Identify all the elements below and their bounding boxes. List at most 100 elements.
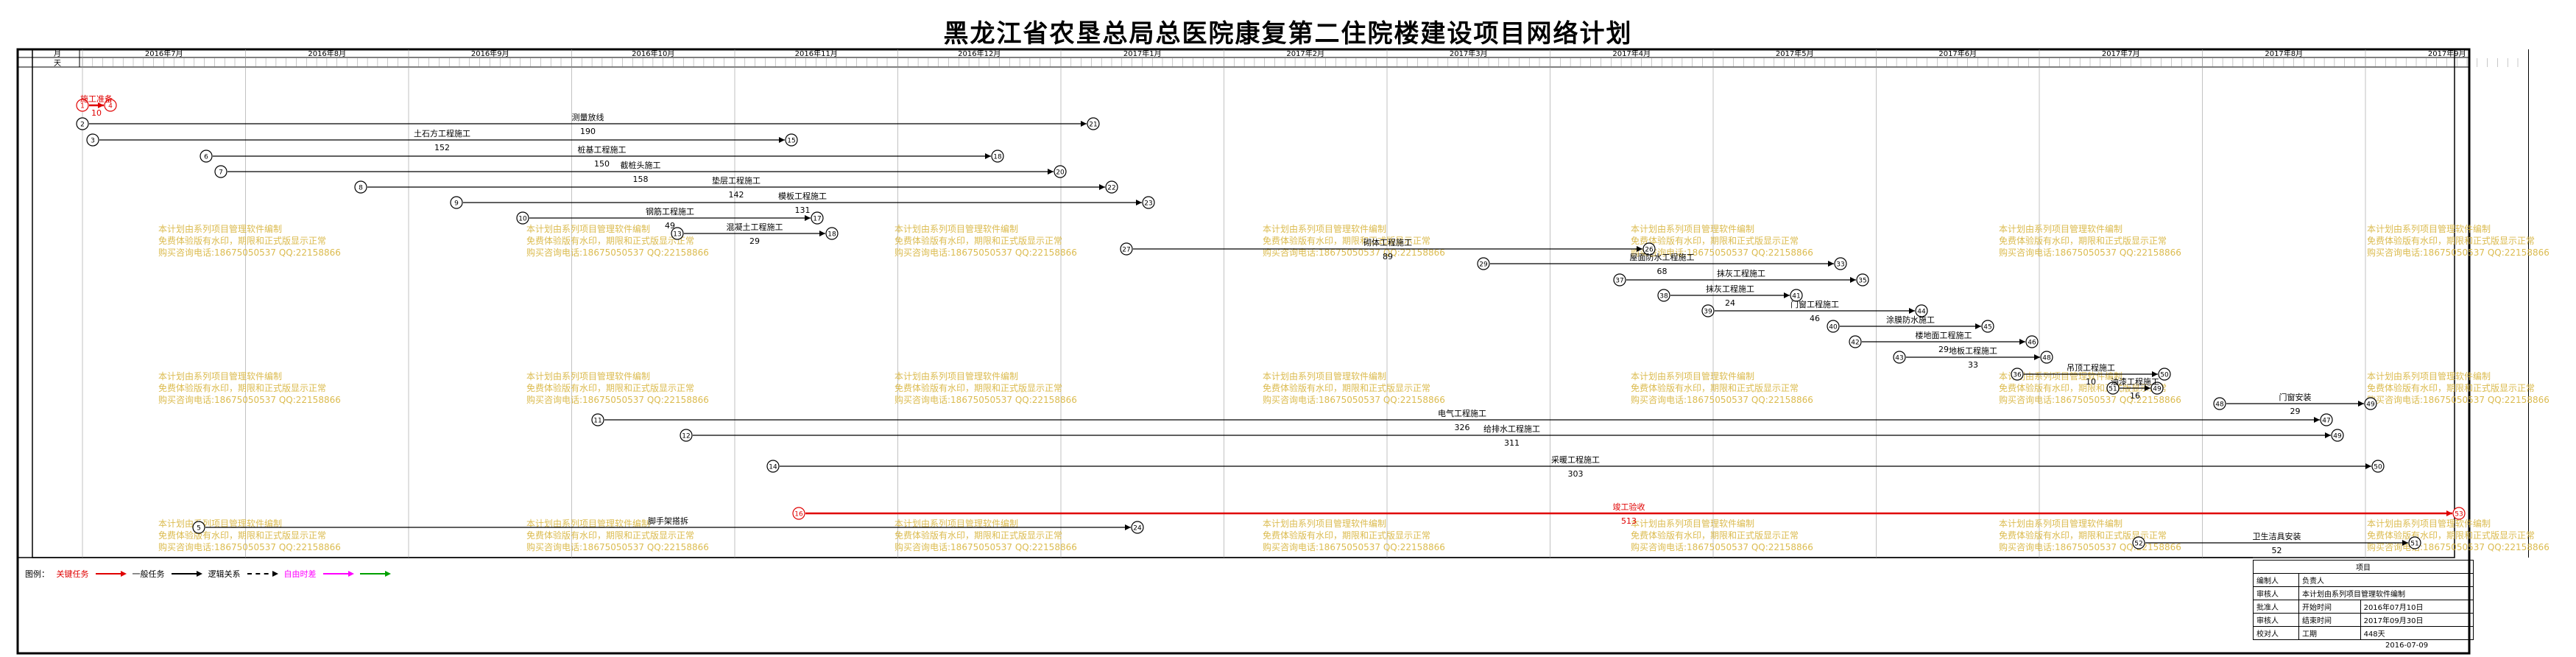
task-name-label: 测量放线 <box>572 112 604 122</box>
node-circle <box>1054 165 1067 178</box>
task-arrowhead-t10 <box>1637 246 1642 252</box>
month-label: 2017年4月 <box>1612 49 1651 58</box>
node-label: 37 <box>1615 278 1623 285</box>
month-label: 2017年6月 <box>1938 49 1977 58</box>
node-circle <box>1142 196 1155 209</box>
node-circle <box>214 165 227 178</box>
task-arrowhead-t26 <box>2402 540 2408 546</box>
node-circle <box>1856 273 1869 287</box>
node-label: 7 <box>219 169 223 177</box>
info-cell: 批准人 <box>2252 600 2300 614</box>
watermark-text: 免费体验版有水印，期限和正式版显示正常 <box>1631 530 1799 541</box>
watermark-text: 购买咨询电话:18675050537 QQ:22158866 <box>1631 541 1813 552</box>
task-arrowhead-t1 <box>98 102 104 108</box>
node-label: 43 <box>1895 355 1903 362</box>
task-arrowhead-t11 <box>1828 261 1834 267</box>
node-label: 6 <box>204 154 208 161</box>
task-name-label: 砌体工程施工 <box>1363 237 1412 247</box>
watermark-text: 本计划由系列项目管理软件编制 <box>1263 223 1386 234</box>
month-label: 2017年5月 <box>1776 49 1814 58</box>
node-label: 5 <box>197 525 201 533</box>
task-arrowhead-t13 <box>1784 292 1790 298</box>
node-circle <box>1981 320 1994 333</box>
task-duration-label: 311 <box>1504 438 1520 448</box>
watermark-text: 免费体验版有水印，期限和正式版显示正常 <box>2367 382 2535 393</box>
header-row-label: 天 <box>54 60 61 68</box>
node-label: 22 <box>1107 185 1115 192</box>
legend-logic-line <box>247 571 278 577</box>
watermark-text: 购买咨询电话:18675050537 QQ:22158866 <box>1263 541 1445 552</box>
node-label: 33 <box>1836 261 1844 269</box>
node-label: 41 <box>1792 293 1800 301</box>
task-name-label: 抹灰工程施工 <box>1706 284 1754 294</box>
task-duration-label: 10 <box>91 108 102 118</box>
node-label: 14 <box>769 464 777 471</box>
node-label: 13 <box>673 231 681 239</box>
node-circle <box>1087 117 1100 130</box>
node-label: 9 <box>454 200 459 208</box>
node-circle <box>2452 507 2466 520</box>
watermark-text: 购买咨询电话:18675050537 QQ:22158866 <box>158 247 341 258</box>
node-circle <box>2331 429 2344 442</box>
node-circle <box>192 521 205 534</box>
month-label: 2016年9月 <box>471 49 509 58</box>
watermark-text: 购买咨询电话:18675050537 QQ:22158866 <box>1999 247 2181 258</box>
node-label: 42 <box>1851 340 1859 347</box>
task-duration-label: 190 <box>580 127 596 136</box>
legend-normal-line <box>172 571 202 577</box>
node-circle <box>2320 413 2333 426</box>
node-circle <box>1915 304 1928 317</box>
watermark-text: 本计划由系列项目管理软件编制 <box>2367 518 2491 529</box>
node-label: 49 <box>2333 433 2342 440</box>
task-name-label: 模板工程施工 <box>778 191 827 201</box>
node-label: 51 <box>2410 541 2418 548</box>
watermark-text: 免费体验版有水印，期限和正式版显示正常 <box>1631 382 1799 393</box>
task-name-label: 桩基工程施工 <box>578 144 627 155</box>
node-label: 4 <box>108 103 113 110</box>
node-circle <box>104 99 117 112</box>
watermark-text: 免费体验版有水印，期限和正式版显示正常 <box>894 382 1062 393</box>
node-circle <box>2371 460 2385 473</box>
watermark-text: 本计划由系列项目管理软件编制 <box>2367 223 2491 234</box>
info-cell: 审核人 <box>2252 613 2300 627</box>
watermark-text: 免费体验版有水印，期限和正式版显示正常 <box>526 235 694 246</box>
node-circle <box>354 180 367 194</box>
watermark-text: 本计划由系列项目管理软件编制 <box>1631 370 1754 382</box>
node-circle <box>1657 289 1670 302</box>
task-arrowhead-t8 <box>805 215 811 221</box>
watermark-text: 免费体验版有水印，期限和正式版显示正常 <box>894 235 1062 246</box>
task-duration-label: 142 <box>729 190 744 200</box>
month-label: 2016年12月 <box>958 49 1001 58</box>
task-arrowhead-t15 <box>1975 323 1981 329</box>
watermark-text: 购买咨询电话:18675050537 QQ:22158866 <box>526 394 709 405</box>
node-label: 18 <box>828 231 836 239</box>
node-circle <box>1642 242 1656 256</box>
task-duration-label: 52 <box>2272 546 2282 555</box>
task-name-label: 门窗安装 <box>2279 392 2312 402</box>
watermark-text: 本计划由系列项目管理软件编制 <box>894 518 1018 529</box>
node-circle <box>2011 368 2024 381</box>
node-label: 50 <box>2160 372 2169 379</box>
node-label: 27 <box>1122 247 1130 254</box>
info-date: 2016-07-09 <box>2385 642 2429 650</box>
info-cell: 编制人 <box>2252 573 2300 587</box>
watermark-text: 本计划由系列项目管理软件编制 <box>158 370 282 382</box>
watermark-text: 购买咨询电话:18675050537 QQ:22158866 <box>2367 394 2549 405</box>
watermark-text: 本计划由系列项目管理软件编制 <box>1999 370 2122 382</box>
watermark-text: 免费体验版有水印，期限和正式版显示正常 <box>1999 235 2167 246</box>
watermark-text: 免费体验版有水印，期限和正式版显示正常 <box>1631 235 1799 246</box>
node-label: 36 <box>2013 372 2022 379</box>
info-cell: 本计划由系列项目管理软件编制 <box>2298 586 2474 600</box>
info-cell: 校对人 <box>2252 626 2300 640</box>
node-circle <box>2213 397 2226 410</box>
node-circle <box>811 211 824 225</box>
node-label: 21 <box>1089 122 1097 129</box>
month-label: 2016年11月 <box>795 49 838 58</box>
task-duration-label: 49 <box>665 221 675 231</box>
watermark-text: 免费体验版有水印，期限和正式版显示正常 <box>158 235 326 246</box>
task-duration-label: 29 <box>2290 407 2301 416</box>
node-circle <box>76 117 89 130</box>
watermark-text: 本计划由系列项目管理软件编制 <box>526 518 650 529</box>
